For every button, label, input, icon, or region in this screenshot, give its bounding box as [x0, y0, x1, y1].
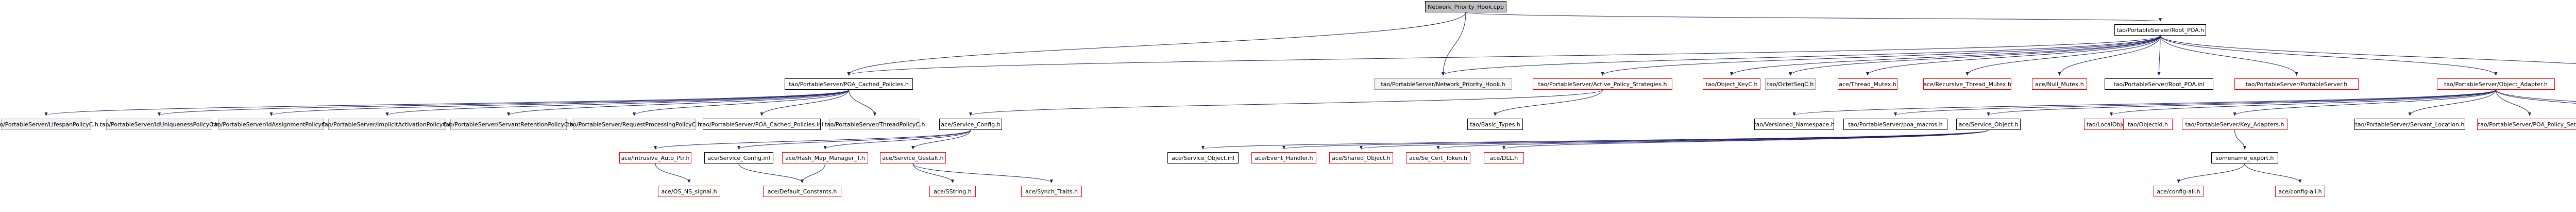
graph-edge [2233, 89, 2496, 116]
graph-node[interactable]: tao/PortableServer/PortableServer.h [2234, 78, 2359, 90]
graph-edge [44, 89, 849, 116]
graph-edge [2496, 89, 2531, 116]
graph-edge [912, 163, 1053, 183]
graph-edge [633, 89, 849, 116]
graph-edge [1965, 35, 2161, 76]
graph-node[interactable]: tao/Objectld.h [2123, 119, 2173, 130]
graph-edge [2408, 89, 2496, 116]
graph-edge [1436, 129, 1989, 150]
graph-edge [1442, 12, 1466, 76]
graph-edge [2160, 35, 2576, 64]
graph-edge [1601, 35, 2161, 76]
graph-edge [2234, 129, 2246, 150]
graph-edge [1282, 129, 1989, 150]
graph-node[interactable]: ace/Synch_Traits.h [1021, 186, 1082, 197]
graph-node[interactable]: ace/Se_Cert_Token.h [1406, 152, 1470, 164]
graph-node[interactable]: tao/PortableServer/Root_POA.inl [2105, 78, 2213, 90]
graph-node[interactable]: tao/Basic_Types.h [1467, 119, 1523, 130]
graph-edge [2160, 35, 2498, 76]
graph-edge [737, 129, 971, 150]
graph-edge [847, 12, 1466, 76]
graph-edge [2244, 163, 2302, 183]
graph-edge [1866, 35, 2161, 76]
graph-node[interactable]: tao/Object_KeyC.h [1703, 78, 1760, 90]
graph-edge [2110, 89, 2496, 116]
graph-edge [801, 163, 825, 183]
graph-node[interactable]: ace/config-all.h [2154, 186, 2204, 197]
graph-node[interactable]: ace/Service_Object.h [1956, 119, 2021, 130]
graph-edge [2157, 35, 2161, 76]
graph-node[interactable]: tao/PortableServer/ImplicitActivationPol… [323, 119, 452, 130]
graph-edge [760, 89, 849, 116]
graph-edge [1987, 89, 2496, 116]
graph-node[interactable]: ace/Thread_Mutex.h [1838, 78, 1897, 90]
graph-edge [1442, 35, 2161, 76]
graph-edge [158, 89, 849, 116]
graph-node[interactable]: ace/Service_Config.inl [704, 152, 773, 164]
graph-edge [1360, 129, 1989, 150]
graph-edge [269, 89, 849, 116]
graph-node[interactable]: ace/DLL.h [1484, 152, 1524, 164]
graph-node[interactable]: tao/PortableServer/IdUniquenessPolicyC.h [100, 119, 218, 130]
graph-edge [654, 129, 971, 150]
graph-edge [847, 35, 2161, 76]
graph-node[interactable]: tao/PortableServer/Servant_Location.h [2354, 119, 2465, 130]
graph-node[interactable]: tao/Versioned_Namespace.h [1754, 119, 1835, 130]
graph-node[interactable]: ace/OS_NS_signal.h [658, 186, 720, 197]
graph-node[interactable]: ace/Service_Config.h [939, 119, 1002, 130]
graph-node[interactable]: tao/OctetSeqC.h [1765, 78, 1816, 90]
graph-node[interactable]: tao/PortableServer/ServantRetentionPolic… [444, 119, 573, 130]
graph-node[interactable]: ace/Event_Handler.h [1251, 152, 1316, 164]
graph-node[interactable]: ace/Default_Constants.h [763, 186, 841, 197]
graph-edge [2058, 35, 2161, 76]
graph-edge [507, 89, 849, 116]
graph-node[interactable]: tao/PortableServer/POA_Policy_Set.h [2477, 119, 2576, 130]
graph-edge [2177, 163, 2245, 183]
graph-node[interactable]: tao/PortableServer/RequestProcessingPoli… [567, 119, 701, 130]
graph-node[interactable]: ace/Hash_Map_Manager_T.h [782, 152, 868, 164]
graph-edge [823, 129, 971, 150]
graph-edge [1465, 12, 2161, 22]
graph-node[interactable]: ace/Shared_Object.h [1329, 152, 1393, 164]
graph-edge [385, 89, 849, 116]
graph-node[interactable]: tao/PortableServer/IdAssignmentPolicyC.h [212, 119, 331, 130]
graph-node[interactable]: tao/PortableServer/Key_Adapters.h [2182, 119, 2287, 130]
graph-node[interactable]: tao/PortableServer/Object_Adapter.h [2437, 78, 2555, 90]
graph-node[interactable]: tao/PortableServer/POA_Cached_Policies.i… [700, 119, 823, 130]
graph-node[interactable]: ace/Intrusive_Auto_Ptr.h [619, 152, 691, 164]
graph-edge [969, 89, 1603, 116]
graph-node[interactable]: ace/Recursive_Thread_Mutex.h [1923, 78, 2011, 90]
graph-edge [1789, 35, 2161, 76]
graph-node[interactable]: Network_Priority_Hook.cpp [1425, 1, 1506, 12]
graph-edge [2496, 89, 2576, 104]
graph-edge [849, 89, 876, 116]
graph-node[interactable]: tao/PortableServer/POA_Cached_Policies.h [785, 78, 913, 90]
graph-node[interactable]: tao/PortableServer/Active_Policy_Strateg… [1533, 78, 1672, 90]
graph-node[interactable]: tao/PortableServer/Root_POA.h [2114, 24, 2206, 36]
graph-node[interactable]: tao/PortableServer/LifespanPolicyC.h [0, 119, 98, 130]
graph-edge [1730, 35, 2161, 76]
graph-edge [738, 163, 804, 183]
graph-node[interactable]: ace/SString.h [929, 186, 976, 197]
graph-node[interactable]: ace/Service_Object.inl [1167, 152, 1239, 164]
graph-edge [1792, 89, 2496, 116]
graph-edge [2160, 35, 2298, 76]
graph-node[interactable]: ace/Service_Gestalt.h [880, 152, 946, 164]
graph-node[interactable]: tao/PortableServer/ThreadPolicyC.h [825, 119, 925, 130]
graph-edge [2496, 89, 2576, 102]
graph-edge [655, 163, 691, 183]
graph-edge [1494, 89, 1603, 116]
graph-edge [1502, 129, 1989, 150]
graph-node[interactable]: somename_export.h [2211, 152, 2278, 164]
graph-node[interactable]: ace/Null_Mutex.h [2032, 78, 2087, 90]
graph-edge [912, 163, 954, 183]
graph-node[interactable]: tao/PortableServer/Network_Priority_Hook… [1374, 78, 1512, 90]
graph-node[interactable]: ace/config-all.h [2275, 186, 2325, 197]
graph-edge [1894, 89, 2496, 116]
graph-node[interactable]: tao/PortableServer/poa_macros.h [1843, 119, 1947, 130]
graph-edge [911, 129, 971, 150]
